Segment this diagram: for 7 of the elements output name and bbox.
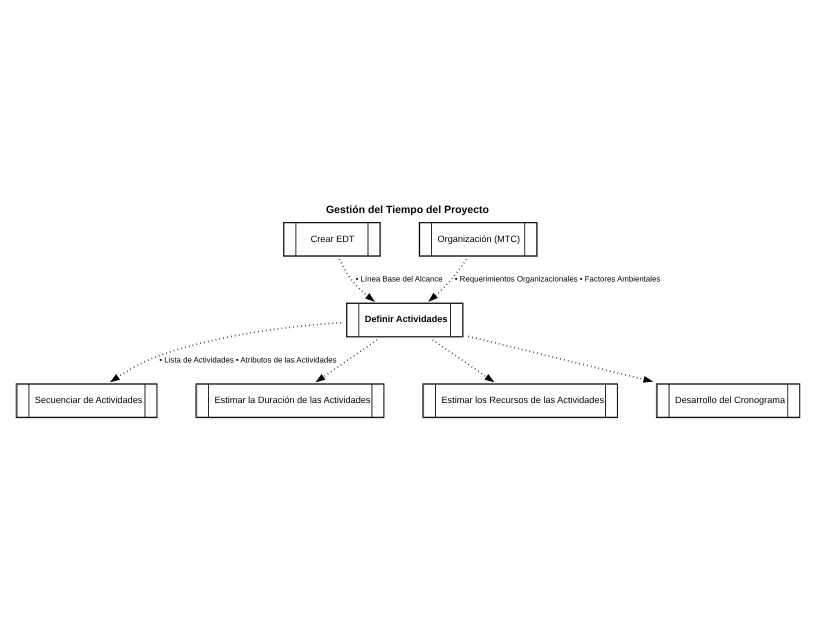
arrow [468,336,654,383]
arrow [110,322,341,382]
arrow [432,339,495,382]
arrow [315,339,378,382]
arrow [338,258,376,302]
diagram-title: Gestión del Tiempo del Proyecto [326,204,489,216]
arrow [428,258,467,302]
